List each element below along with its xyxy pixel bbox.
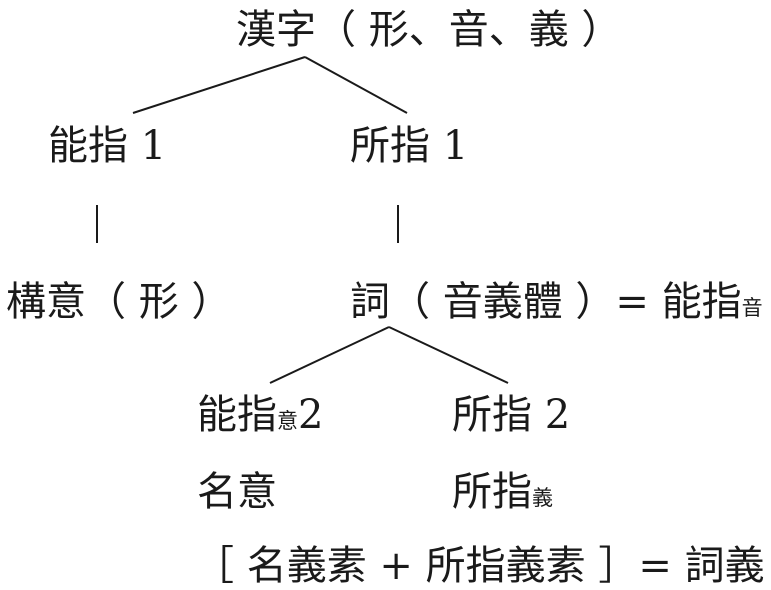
signified-meaning-subscript: 義: [532, 486, 553, 510]
signified-1-label: 所指: [350, 123, 430, 169]
name-meaning-node: 名意: [197, 472, 277, 512]
signifier-2-number: 2: [298, 392, 324, 438]
branch-word-to-signifier2: [269, 326, 390, 384]
branch-word-to-signified2: [388, 326, 509, 384]
root-title: 漢字（ 形、音、義 ）: [236, 7, 622, 53]
branch-root-to-signifier: [132, 56, 306, 114]
signified-meaning-label: 所指: [452, 469, 532, 515]
branch-root-to-signified: [304, 56, 408, 114]
signifier-2-label: 能指: [197, 392, 277, 438]
signified-1-number: 1: [430, 123, 469, 169]
word-meaning-formula-text: ［ 名義素 + 所指義素 ］= 詞義: [194, 543, 765, 589]
word-node: 詞（ 音義體 ）= 能指音: [350, 282, 763, 322]
word-sound-subscript: 音: [741, 296, 763, 320]
structure-meaning-node: 構意（ 形 ）: [6, 282, 231, 322]
signified-meaning-node: 所指義: [452, 472, 553, 512]
signified-2-node: 所指 2: [452, 395, 570, 435]
signifier-2-subscript: 意: [277, 409, 298, 433]
signifier-1-number: 1: [128, 123, 167, 169]
name-meaning-label: 名意: [197, 469, 277, 515]
signified-1-node: 所指 1: [350, 126, 468, 166]
signifier-1-label: 能指: [48, 123, 128, 169]
signifier-2-node: 能指意2: [197, 395, 323, 435]
word-meaning-formula: ［ 名義素 + 所指義素 ］= 詞義: [194, 546, 765, 586]
signifier-1-node: 能指 1: [48, 126, 166, 166]
signified-2-label: 所指 2: [452, 392, 571, 438]
word-label: 詞（ 音義體 ）= 能指: [350, 279, 742, 325]
structure-meaning-label: 構意（ 形 ）: [6, 279, 232, 325]
root-node: 漢字（ 形、音、義 ）: [236, 10, 621, 50]
